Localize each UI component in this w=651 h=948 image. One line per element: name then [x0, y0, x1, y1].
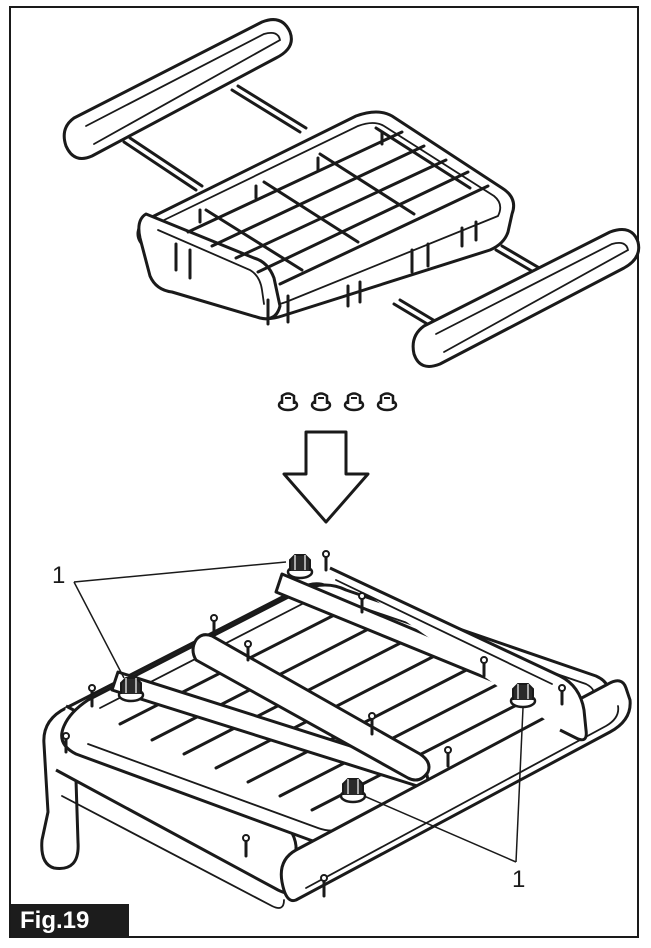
callout-number-top: 1 [52, 562, 65, 589]
knob-icon [310, 392, 332, 412]
carrier-frame-exploded [136, 110, 516, 326]
frame-pins [62, 550, 566, 898]
callout-leaders [73, 561, 524, 863]
hardware-knobs [277, 392, 398, 412]
figure-label: Fig.19 [11, 904, 129, 938]
installed-knob-icon [286, 554, 314, 580]
knob-icon [277, 392, 299, 412]
knob-icon [376, 392, 398, 412]
installed-knob-icon [339, 778, 367, 804]
installed-knobs [117, 554, 537, 804]
left-side-rail [62, 18, 308, 192]
assembled-view [40, 550, 632, 909]
figure-frame [9, 6, 639, 938]
installed-knob-icon [117, 677, 145, 703]
exploded-view [62, 18, 641, 368]
callout-number-bottom: 1 [512, 866, 525, 893]
knob-icon [343, 392, 365, 412]
right-side-rail [392, 228, 641, 368]
installed-knob-icon [509, 683, 537, 709]
down-arrow-icon [282, 430, 370, 524]
